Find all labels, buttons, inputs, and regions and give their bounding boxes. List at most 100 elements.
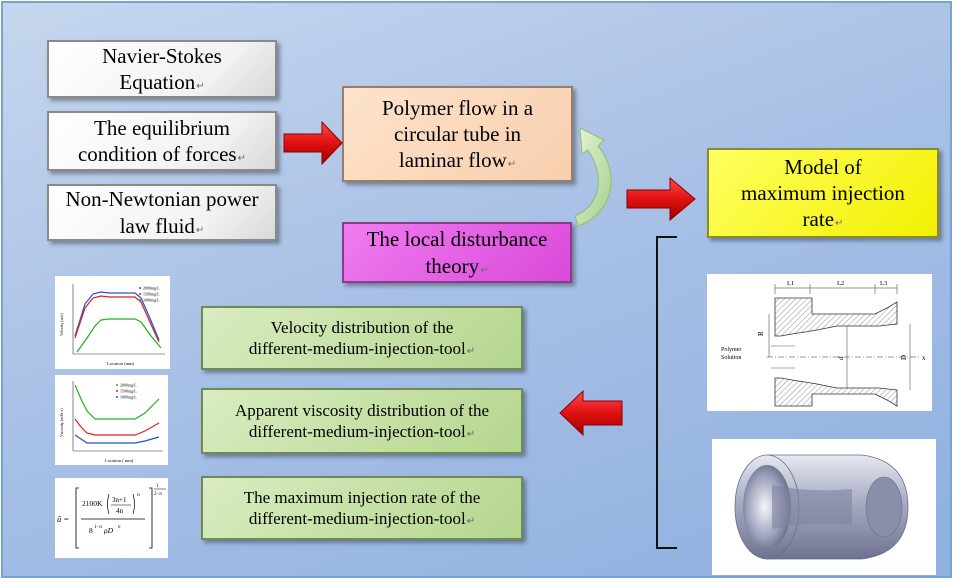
right-arrow-icon	[626, 176, 696, 222]
nozzle-render-panel	[712, 439, 936, 575]
dim-l1: L1	[787, 280, 794, 287]
max-injection-rate-box: The maximum injection rate of the differe…	[201, 476, 523, 540]
velocity-legend: 2000mg/L 1500mg/L 1000mg/L	[139, 286, 160, 303]
nozzle-outlet	[865, 476, 903, 538]
lower-wall	[774, 377, 898, 407]
formula-outer-exp-den: 2−n	[154, 492, 162, 497]
dim-l2: L2	[837, 280, 844, 287]
formula-panel: ū = 2100K 3n+1 4n n 8 1−n ρD n 1 2−n	[55, 478, 168, 558]
box-line: Polymer flow in a	[381, 95, 534, 120]
formula-outer-exp-num: 1	[156, 484, 159, 489]
max-rate-formula: ū = 2100K 3n+1 4n n 8 1−n ρD n 1 2−n	[57, 484, 166, 549]
box-line: different-medium-injection-tool	[248, 509, 466, 528]
viscosity-series-2000	[74, 384, 160, 420]
box-line: Apparent viscosity distribution of the	[234, 400, 490, 420]
viscosity-series-1000	[74, 434, 160, 444]
box-line: laminar flow	[398, 148, 507, 173]
paragraph-mark: ↵	[196, 81, 205, 92]
legend-label: 1000mg/L	[143, 298, 160, 303]
legend-label: 1500mg/L	[143, 292, 160, 297]
dim-d: d	[837, 356, 845, 360]
paragraph-mark: ↵	[507, 159, 517, 171]
curved-arrow-icon	[574, 127, 612, 227]
legend-label: 1500mg/L	[120, 389, 137, 394]
box-line: different-medium-injection-tool	[248, 422, 466, 441]
legend-label: 1000mg/L	[120, 395, 137, 400]
velocity-x-label: Location (mm)	[107, 361, 135, 366]
box-line: maximum injection	[741, 180, 905, 205]
paragraph-mark: ↵	[237, 153, 246, 164]
paragraph-mark: ↵	[466, 346, 476, 357]
viscosity-chart: Viscosity (mPa·s) Location ( mm) 2000mg/…	[59, 381, 163, 463]
paragraph-mark: ↵	[466, 429, 476, 440]
velocity-chart-panel: Velocity (m/s) Location (mm) 2000mg/L 15…	[55, 276, 170, 369]
box-line: different-medium-injection-tool	[248, 339, 466, 358]
right-arrow-icon	[283, 120, 343, 166]
polymer-label: Polymer	[721, 347, 741, 353]
formula-den-rest-exp: n	[118, 525, 121, 530]
formula-right-bracket	[149, 487, 153, 549]
formula-inner-paren	[107, 493, 110, 515]
box-line: Model of	[784, 154, 862, 179]
viscosity-chart-panel: Viscosity (mPa·s) Location ( mm) 2000mg/…	[55, 375, 168, 465]
formula-den: 8	[89, 526, 93, 535]
viscosity-x-label: Location ( mm)	[105, 458, 134, 463]
legend-label: 2000mg/L	[120, 383, 137, 388]
formula-inner-paren	[132, 493, 135, 515]
formula-frac-num: 3n+1	[112, 496, 127, 504]
viscosity-series-1500	[74, 418, 160, 436]
viscosity-y-label: Viscosity (mPa·s)	[59, 408, 64, 437]
paragraph-mark: ↵	[195, 224, 205, 236]
dim-big-d: D	[900, 355, 908, 360]
nozzle-3d-render	[734, 454, 909, 560]
box-line: theory	[425, 253, 480, 278]
paragraph-mark: ↵	[480, 264, 489, 276]
formula-lhs: ū =	[57, 514, 69, 524]
box-line: Non-Newtonian power	[65, 187, 259, 212]
viscosity-distribution-box: Apparent viscosity distribution of the di…	[201, 388, 523, 454]
dim-r: R	[757, 331, 765, 336]
box-line: circular tube in	[393, 121, 522, 146]
paragraph-mark: ↵	[835, 218, 844, 230]
formula-left-bracket	[75, 487, 79, 549]
formula-frac-den: 4n	[116, 507, 124, 515]
velocity-distribution-box: Velocity distribution of the different-me…	[201, 306, 523, 370]
box-line: The equilibrium	[94, 115, 230, 140]
velocity-y-label: Velocity (m/s)	[59, 313, 64, 336]
formula-numerator: 2100K	[82, 499, 103, 508]
box-line: Equation	[119, 70, 196, 94]
upper-wall	[774, 297, 898, 337]
formula-den-rest: ρD	[103, 526, 114, 535]
velocity-series-2000	[74, 291, 160, 341]
box-line: condition of forces	[77, 142, 237, 166]
viscosity-legend: 2000mg/L 1500mg/L 1000mg/L	[116, 383, 137, 400]
dim-l3: L3	[880, 280, 887, 287]
tool-cross-section: L1 L2 L3 x Polymer Solution R d D	[721, 280, 926, 407]
box-line: Navier-Stokes	[102, 43, 222, 68]
left-arrow-icon	[559, 389, 623, 437]
velocity-series-1000	[76, 318, 162, 353]
formula-exp-n: n	[137, 492, 140, 498]
paragraph-mark: ↵	[466, 516, 476, 527]
box-line: rate	[802, 207, 835, 232]
nozzle-throat	[772, 485, 852, 529]
schematic-panel: L1 L2 L3 x Polymer Solution R d D	[707, 274, 932, 411]
bracket-icon	[656, 236, 677, 549]
formula-den-exp: 1−n	[94, 525, 102, 530]
solution-label: Solution	[721, 355, 741, 361]
box-line: law fluid	[119, 213, 195, 238]
box-line: Velocity distribution of the	[270, 317, 454, 337]
velocity-chart: Velocity (m/s) Location (mm) 2000mg/L 15…	[59, 284, 165, 366]
box-line: The local disturbance	[366, 227, 548, 252]
box-line: The maximum injection rate of the	[243, 487, 481, 507]
legend-label: 2000mg/L	[143, 286, 160, 291]
axis-x-label: x	[922, 354, 926, 362]
velocity-series-1500	[74, 295, 160, 343]
